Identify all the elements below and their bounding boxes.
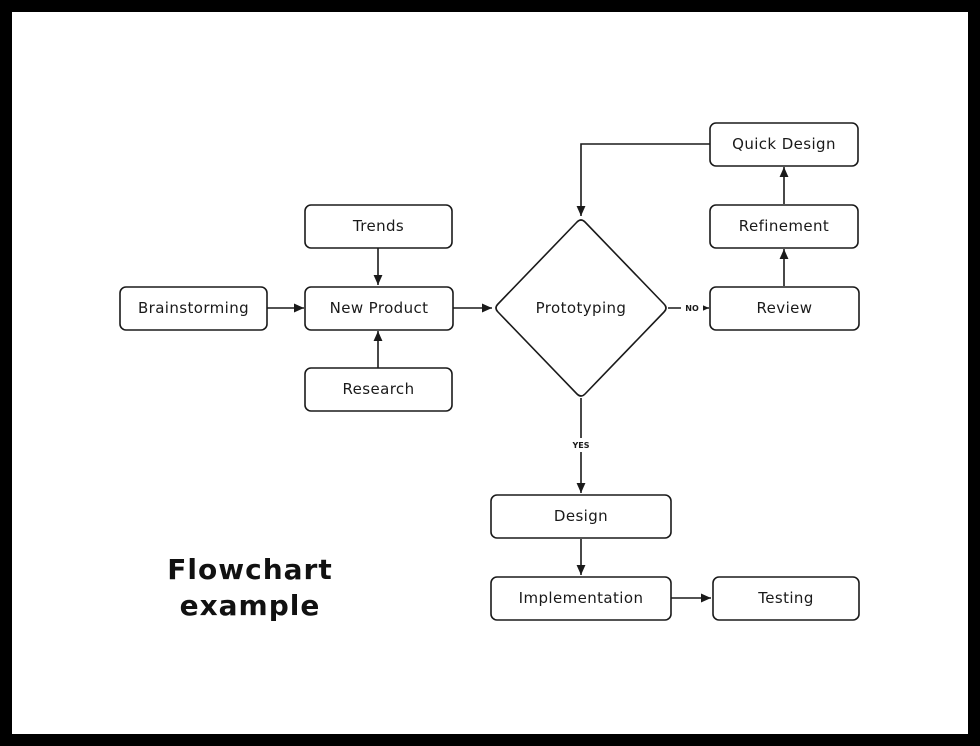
edge-quick-design-to-prototyping xyxy=(576,143,710,216)
node-quick-design[interactable]: Quick Design xyxy=(709,122,859,167)
edge-label-yes-group: YES xyxy=(568,438,594,452)
node-testing[interactable]: Testing xyxy=(712,576,860,621)
node-review[interactable]: Review xyxy=(709,286,860,331)
node-refinement[interactable]: Refinement xyxy=(709,204,859,249)
edge-label-yes: YES xyxy=(571,441,589,450)
node-implementation-label: Implementation xyxy=(519,589,644,607)
node-brainstorming-label: Brainstorming xyxy=(138,299,249,317)
node-new-product[interactable]: New Product xyxy=(304,286,454,331)
node-brainstorming[interactable]: Brainstorming xyxy=(119,286,268,331)
node-prototyping-label: Prototyping xyxy=(536,299,627,317)
node-research[interactable]: Research xyxy=(304,367,453,412)
node-new-product-label: New Product xyxy=(330,299,429,317)
node-research-label: Research xyxy=(342,380,414,398)
node-design-label: Design xyxy=(554,507,608,525)
node-implementation[interactable]: Implementation xyxy=(490,576,672,621)
diagram-title-line-1: Flowchart xyxy=(167,553,333,586)
node-trends-label: Trends xyxy=(352,217,404,235)
node-review-label: Review xyxy=(757,299,813,317)
node-design[interactable]: Design xyxy=(490,494,672,539)
diagram-title: Flowchart example xyxy=(140,552,360,624)
edge-label-no-group: NO xyxy=(681,300,703,315)
node-testing-label: Testing xyxy=(757,589,814,607)
node-trends[interactable]: Trends xyxy=(304,204,453,249)
node-refinement-label: Refinement xyxy=(739,217,829,235)
diagram-title-line-2: example xyxy=(179,589,321,622)
node-prototyping[interactable]: Prototyping xyxy=(495,219,667,397)
edge-label-no: NO xyxy=(685,304,699,313)
node-quick-design-label: Quick Design xyxy=(732,135,836,153)
